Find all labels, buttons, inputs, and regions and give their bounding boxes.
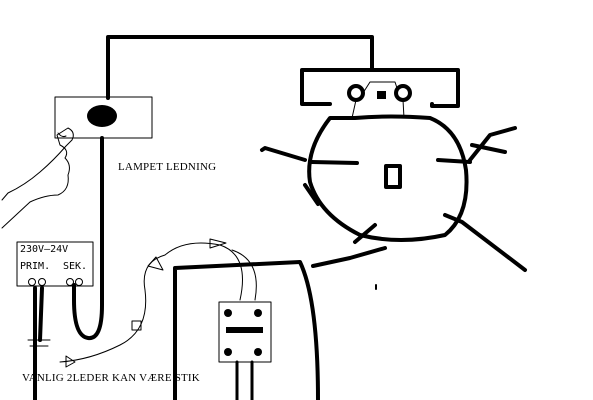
transformer-terminal-3 xyxy=(66,278,74,286)
transformer-primary-label: PRIM. xyxy=(20,261,51,272)
ray-right-top xyxy=(468,126,517,162)
lamp-head-outline xyxy=(307,114,469,242)
arrow-icon xyxy=(209,238,227,249)
lamp-terminal-right xyxy=(394,84,412,102)
switch-to-transformer-wire xyxy=(72,136,104,341)
ray-right-mid xyxy=(470,143,507,154)
hand-icon xyxy=(1,127,74,229)
ray-left-bottom xyxy=(303,183,320,206)
plug-icon xyxy=(131,320,142,331)
transformer-secondary-label: SEK. xyxy=(63,261,88,272)
nose xyxy=(384,164,402,189)
wall-outline xyxy=(173,260,320,400)
transformer-voltage-label: 230V—24V xyxy=(20,244,69,255)
socket-cable xyxy=(235,360,254,400)
transformer-terminal-1 xyxy=(28,278,36,286)
arrow-icon-2 xyxy=(147,256,164,271)
hand-knuckle xyxy=(57,132,67,138)
ray-lower-left xyxy=(353,223,377,244)
ray-left-top xyxy=(260,146,307,162)
mains-cable-break xyxy=(27,339,51,347)
ray-bottom xyxy=(311,246,387,268)
transformer-box xyxy=(16,241,94,287)
mains-cable xyxy=(33,286,44,400)
two-conductor-cord xyxy=(59,242,243,363)
lamp-cord-wire xyxy=(106,35,374,100)
light-switch-box[interactable] xyxy=(54,96,153,139)
lamp-fitting-frame xyxy=(300,68,460,108)
lamp-socket-icon xyxy=(377,91,386,99)
eye-right xyxy=(436,158,472,164)
socket-hole-1 xyxy=(224,309,232,317)
lamp-cord-label: LAMPET LEDNING xyxy=(118,161,217,173)
eye-left xyxy=(310,160,359,165)
transformer-terminal-4 xyxy=(75,278,83,286)
transformer-terminal-2 xyxy=(38,278,46,286)
ray-lower-right xyxy=(443,213,527,272)
switch-button-icon[interactable] xyxy=(87,105,117,127)
socket-hole-4 xyxy=(254,348,262,356)
socket-hole-2 xyxy=(254,309,262,317)
wall-socket-icon[interactable] xyxy=(218,301,272,363)
socket-bar xyxy=(226,327,263,333)
ordinary-cord-label: VANLIG 2LEDER KAN VÆRE STIK xyxy=(22,372,200,384)
two-conductor-cord-2 xyxy=(231,249,257,301)
socket-hole-3 xyxy=(224,348,232,356)
arrow-icon-3 xyxy=(65,355,76,368)
lamp-terminal-left xyxy=(347,84,365,102)
